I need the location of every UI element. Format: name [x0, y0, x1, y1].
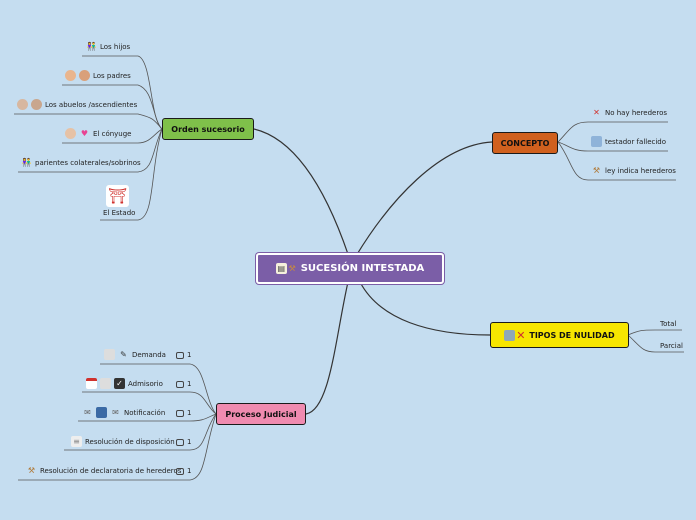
leaf-ley-indica[interactable]: ⚒ ley indica herederos [591, 165, 676, 176]
leaf-admisorio[interactable]: ✓ Admisorio [86, 378, 163, 389]
branch-proceso-judicial[interactable]: Proceso Judicial [216, 403, 306, 425]
heart-icon: ♥ [80, 129, 89, 138]
leaf-los-abuelos[interactable]: Los abuelos /ascendientes [17, 99, 137, 110]
folder-icon [504, 329, 516, 341]
leaf-testador-fallecido[interactable]: testador fallecido [591, 136, 666, 147]
branch-tipos-de-nulidad[interactable]: ✕ TIPOS DE NULIDAD [490, 322, 629, 348]
gavel-icon: ⚒ [27, 466, 36, 475]
leaf-label: testador fallecido [605, 137, 667, 146]
mail-icon: ✉ [84, 408, 91, 417]
leaf-no-hay-herederos[interactable]: ✕ No hay herederos [591, 107, 667, 118]
leaf-total[interactable]: Total [660, 320, 676, 328]
leaf-label: El Estado [103, 209, 136, 217]
leaf-los-padres[interactable]: Los padres [65, 70, 131, 81]
branch-label: Proceso Judicial [225, 409, 297, 419]
leaf-resolucion-declaratoria[interactable]: ⚒ Resolución de declaratoria de heredero… [26, 465, 182, 476]
grandparents-icon [17, 99, 28, 110]
check-icon: ✓ [114, 378, 125, 389]
spouse-icon [65, 128, 76, 139]
leaf-label: Parcial [660, 342, 683, 350]
comment-icon [176, 380, 184, 388]
document-icon: ▤ [275, 263, 287, 274]
leaf-los-hijos[interactable]: 👫 Los hijos [86, 41, 131, 52]
leaf-label: El cónyuge [93, 129, 132, 138]
leaf-label: Los abuelos /ascendientes [45, 100, 138, 109]
branch-orden-sucesorio[interactable]: Orden sucesorio [162, 118, 254, 140]
comment-indicator[interactable]: 1 [176, 467, 191, 475]
gavel-icon: ⚒ [592, 166, 601, 175]
leaf-label: Resolución de disposición [85, 437, 175, 446]
branch-label: Orden sucesorio [171, 124, 245, 134]
family-icon: 👫 [86, 42, 97, 51]
comment-indicator[interactable]: 1 [176, 351, 191, 359]
relatives-icon: 👫 [21, 158, 32, 167]
leaf-label: No hay herederos [605, 108, 668, 117]
comment-indicator[interactable]: 1 [176, 409, 191, 417]
leaf-notificacion[interactable]: ✉ ✉ Notificación [82, 407, 165, 418]
comment-indicator[interactable]: 1 [176, 380, 191, 388]
leaf-demanda[interactable]: ✎ Demanda [104, 349, 166, 360]
leaf-label: Notificación [124, 408, 166, 417]
branch-concepto[interactable]: CONCEPTO [492, 132, 558, 154]
central-topic-label: SUCESIÓN INTESTADA [300, 263, 425, 274]
leaf-parcial[interactable]: Parcial [660, 342, 683, 350]
mailbox-icon [96, 407, 107, 418]
document-icon [104, 349, 115, 360]
leaf-label: Total [660, 320, 677, 328]
note-icon: ≡ [71, 436, 82, 447]
note-icon: ✎ [120, 350, 127, 359]
comment-icon [176, 438, 184, 446]
leaf-label: Resolución de declaratoria de herederos [40, 466, 182, 475]
leaf-resolucion-disposicion[interactable]: ≡ Resolución de disposición [71, 436, 175, 447]
grandparents-icon [31, 99, 42, 110]
person-icon [591, 136, 602, 147]
leaf-parientes[interactable]: 👫 parientes colaterales/sobrinos [21, 157, 141, 168]
comment-icon [176, 351, 184, 359]
calendar-icon [86, 378, 97, 389]
parents-icon [65, 70, 76, 81]
state-building-icon: ⛩ [106, 185, 129, 207]
comment-indicator[interactable]: 1 [176, 438, 191, 446]
central-topic[interactable]: ▤ ⚒ SUCESIÓN INTESTADA [256, 253, 444, 284]
leaf-label: Demanda [132, 350, 166, 359]
cross-icon: ✕ [593, 108, 600, 117]
cross-icon: ✕ [516, 328, 526, 342]
branch-label: TIPOS DE NULIDAD [529, 330, 615, 340]
leaf-el-estado[interactable]: El Estado [103, 209, 135, 217]
branch-label: CONCEPTO [500, 138, 550, 148]
leaf-label: Los hijos [100, 42, 131, 51]
leaf-label: Admisorio [128, 379, 163, 388]
leaf-el-conyuge[interactable]: ♥ El cónyuge [65, 128, 132, 139]
mail-icon: ✉ [112, 408, 119, 417]
leaf-label: parientes colaterales/sobrinos [35, 158, 141, 167]
parents-icon [79, 70, 90, 81]
comment-icon [176, 467, 184, 475]
leaf-label: Los padres [93, 71, 131, 80]
comment-icon [176, 409, 184, 417]
leaf-label: ley indica herederos [605, 166, 676, 175]
gavel-icon: ⚒ [288, 264, 296, 273]
document-icon [100, 378, 111, 389]
